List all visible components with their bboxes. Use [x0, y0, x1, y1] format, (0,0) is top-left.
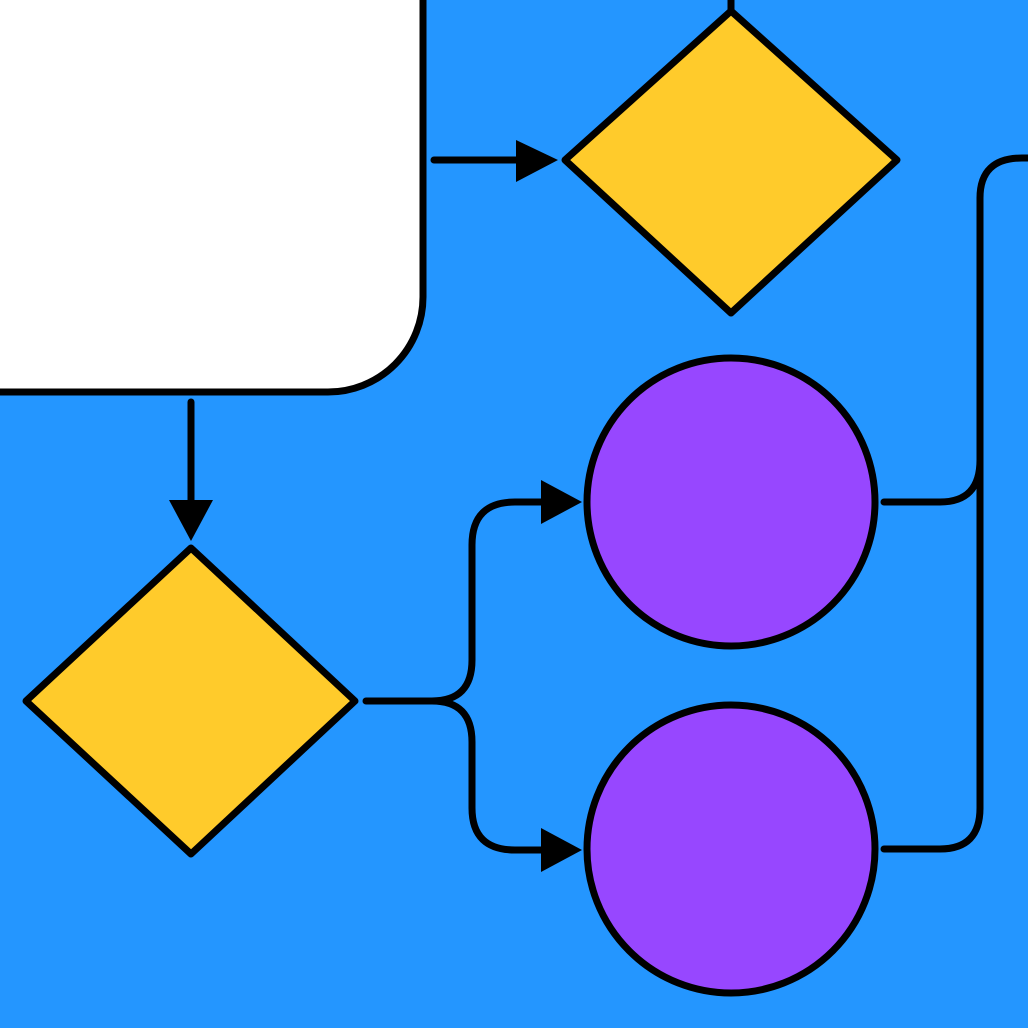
arrowhead-decision-left — [169, 500, 213, 541]
edge-process-lower-to-merge — [880, 804, 984, 853]
process-upper-node[interactable] — [583, 354, 879, 650]
nodes — [0, 0, 901, 997]
merge-line — [976, 154, 1028, 812]
process-lower-node[interactable] — [583, 701, 879, 997]
edge-branch-upper — [428, 498, 549, 705]
arrowhead-process-upper — [541, 480, 582, 524]
edge-process-upper-to-merge — [880, 456, 984, 506]
decision-top-node[interactable] — [561, 7, 901, 317]
arrowhead-decision-top — [516, 140, 558, 182]
start-node[interactable] — [0, 0, 427, 396]
arrowhead-process-lower — [541, 828, 582, 872]
connectors — [169, 0, 1028, 872]
edge-branch-lower — [428, 697, 549, 854]
decision-left-node[interactable] — [22, 544, 359, 858]
